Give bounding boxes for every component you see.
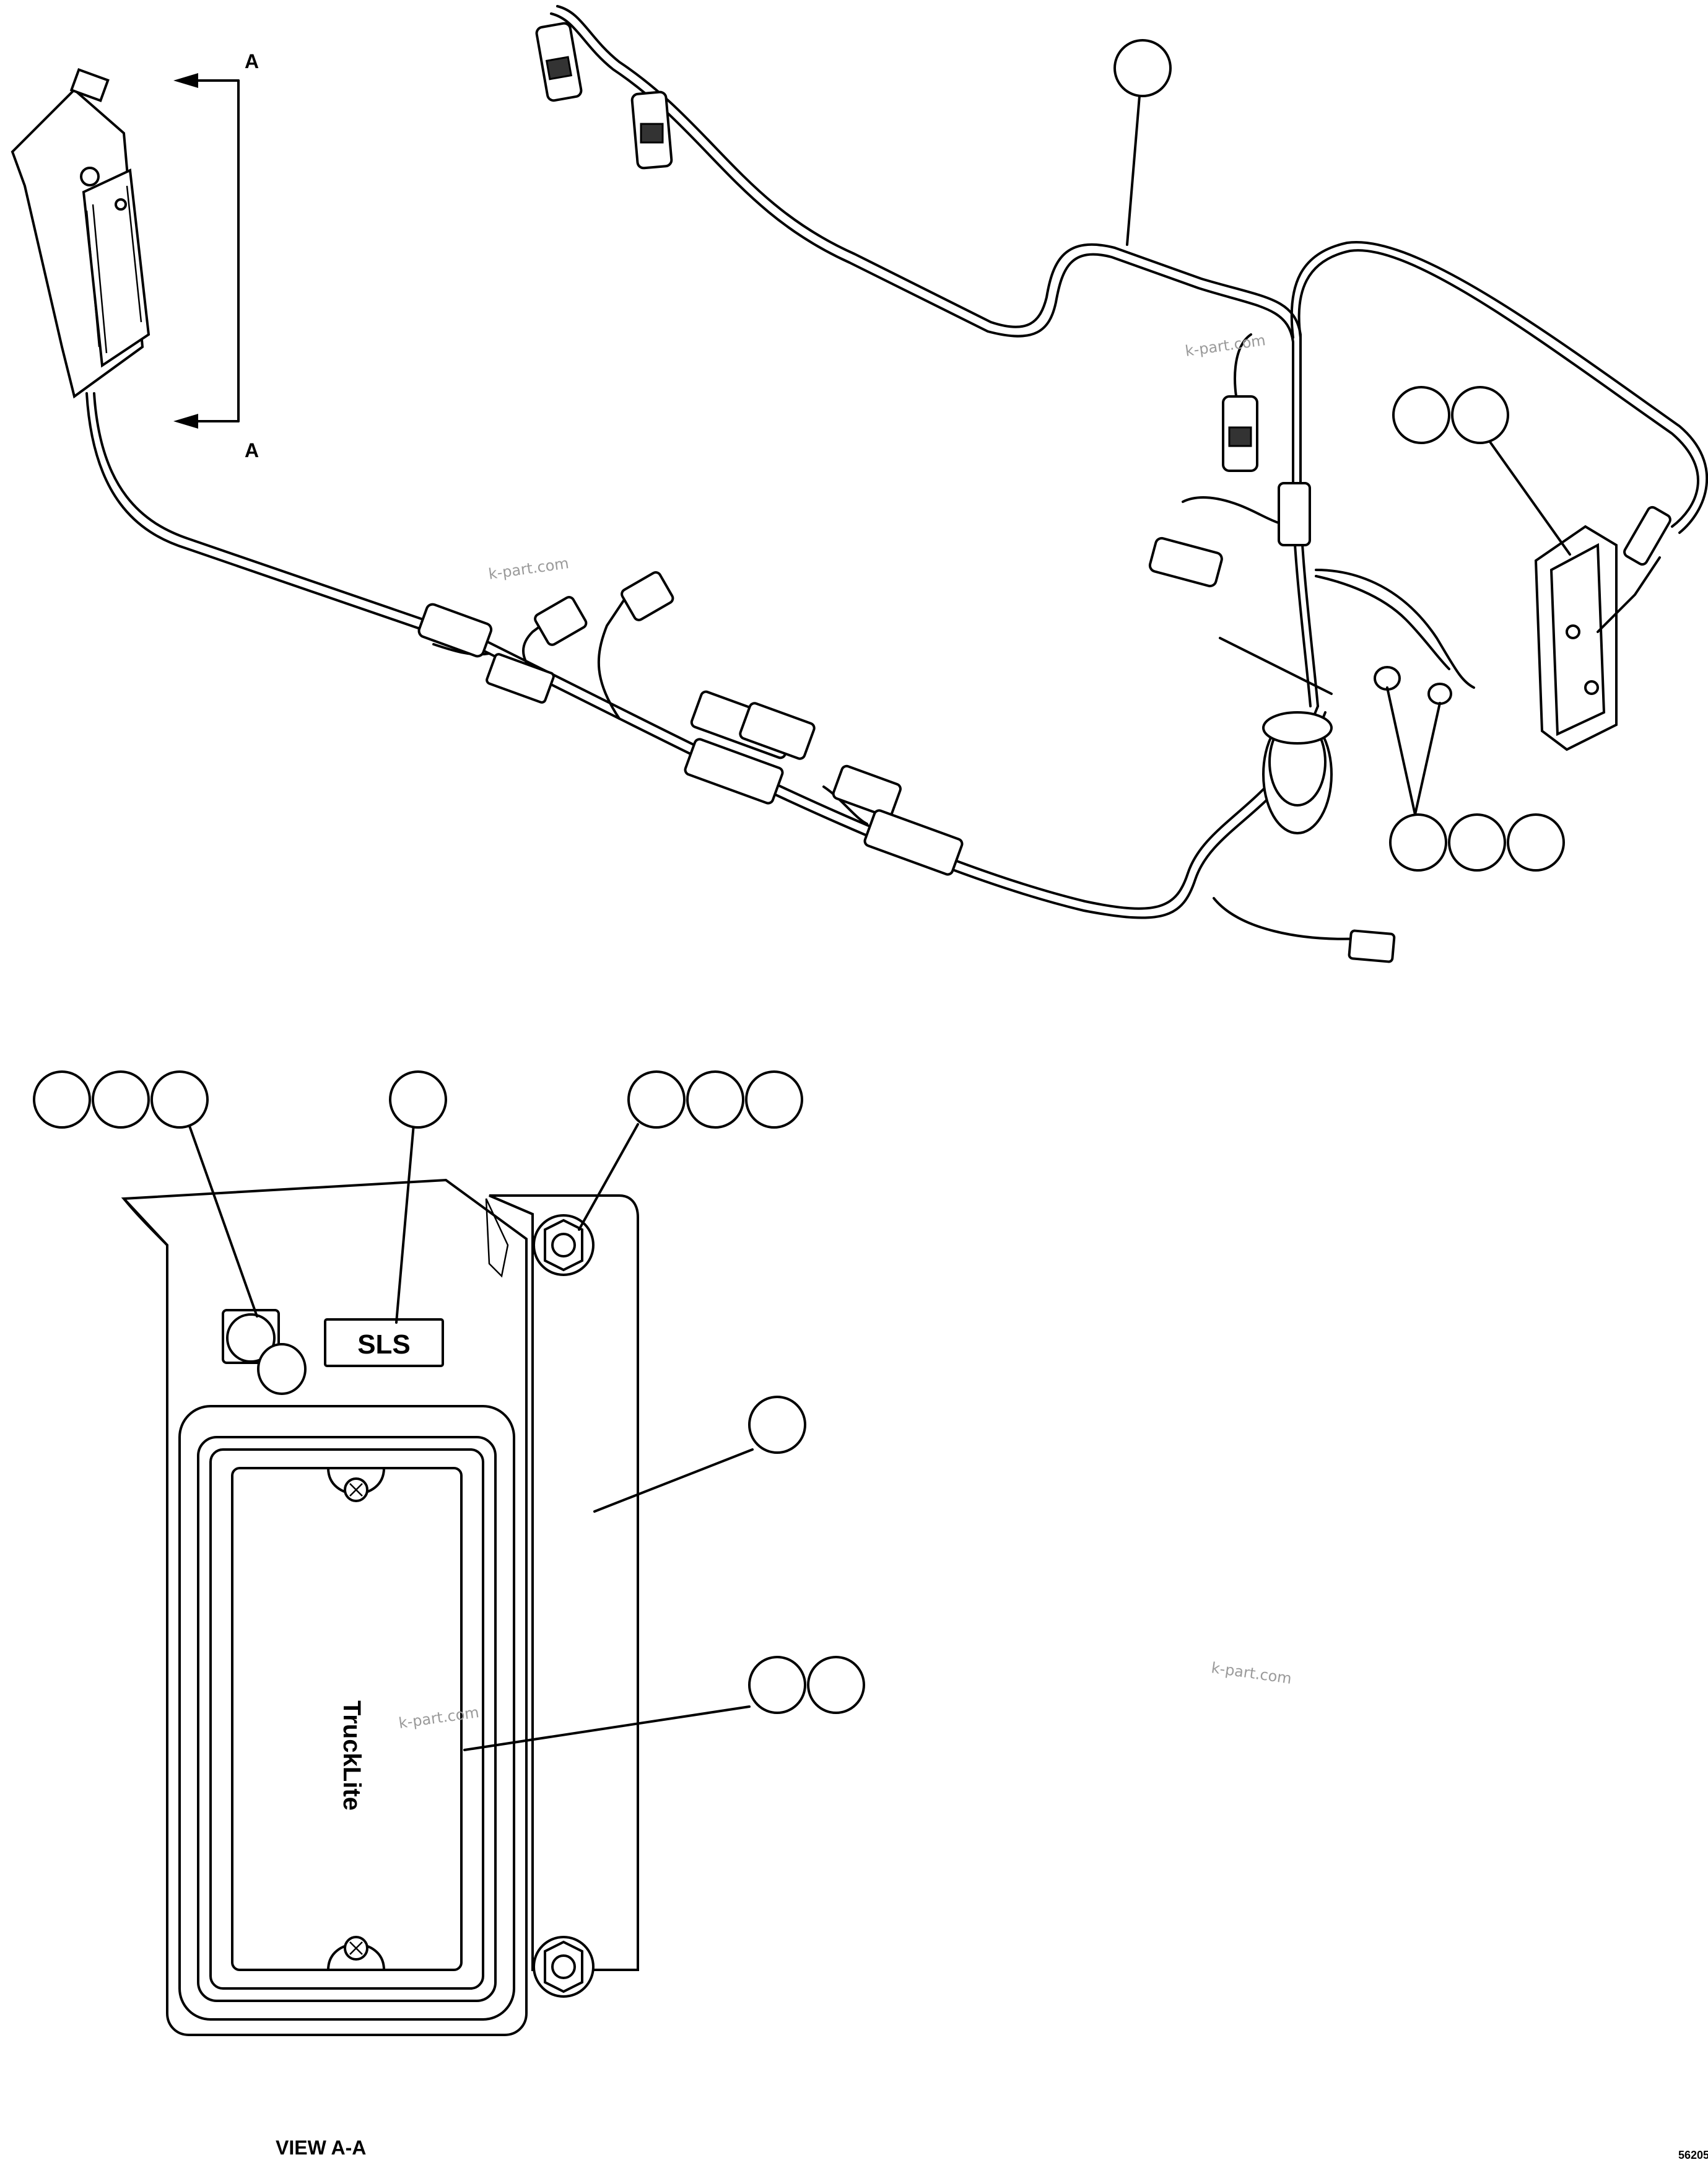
trucklite-logo: TruckLite bbox=[338, 1700, 365, 1811]
section-marker-bottom: A bbox=[245, 439, 259, 461]
callout-grommet-c bbox=[1507, 813, 1565, 872]
mount-nut-bottom bbox=[533, 1936, 595, 1998]
rear-lamp bbox=[1534, 505, 1671, 751]
view-title: VIEW A-A bbox=[276, 2137, 366, 2159]
callout-decal bbox=[389, 1070, 447, 1129]
callout-harness bbox=[1113, 39, 1172, 97]
section-line-a-a: A A bbox=[173, 50, 259, 461]
sls-decal: SLS bbox=[324, 1318, 444, 1367]
watermark: k-part.com bbox=[1184, 331, 1266, 360]
watermark: k-part.com bbox=[1210, 1659, 1292, 1687]
callout-bracket bbox=[748, 1396, 806, 1454]
callout-lamp-a bbox=[748, 1656, 806, 1714]
callout-grommet-a bbox=[1389, 813, 1447, 872]
mount-nut-top bbox=[533, 1214, 595, 1276]
callout-nut-b bbox=[686, 1070, 744, 1129]
leader-lines-top bbox=[1126, 95, 1571, 816]
view-lamp: TruckLite bbox=[178, 1405, 515, 2021]
harness-connectors bbox=[417, 22, 1452, 963]
switch bbox=[222, 1309, 307, 1395]
callout-grommet-b bbox=[1448, 813, 1506, 872]
callout-nut-c bbox=[745, 1070, 803, 1129]
callout-switch-c bbox=[150, 1070, 209, 1129]
wire-harness-assembly: A A bbox=[11, 5, 1708, 963]
callout-bubbles bbox=[33, 39, 1565, 1714]
callout-lamp-b bbox=[807, 1656, 865, 1714]
callout-rear-lamp-b bbox=[1451, 386, 1509, 444]
view-a-a: SLS TruckLite bbox=[121, 1123, 754, 2036]
sls-label: SLS bbox=[357, 1329, 411, 1360]
leader-lines-view bbox=[188, 1123, 754, 1751]
callout-switch-a bbox=[33, 1070, 91, 1129]
watermark: k-part.com bbox=[487, 554, 570, 583]
section-marker-top: A bbox=[245, 50, 259, 72]
callout-switch-b bbox=[92, 1070, 150, 1129]
callout-rear-lamp-a bbox=[1392, 386, 1450, 444]
drawing-number: 56205 bbox=[1678, 2149, 1708, 2161]
callout-nut-a bbox=[627, 1070, 686, 1129]
